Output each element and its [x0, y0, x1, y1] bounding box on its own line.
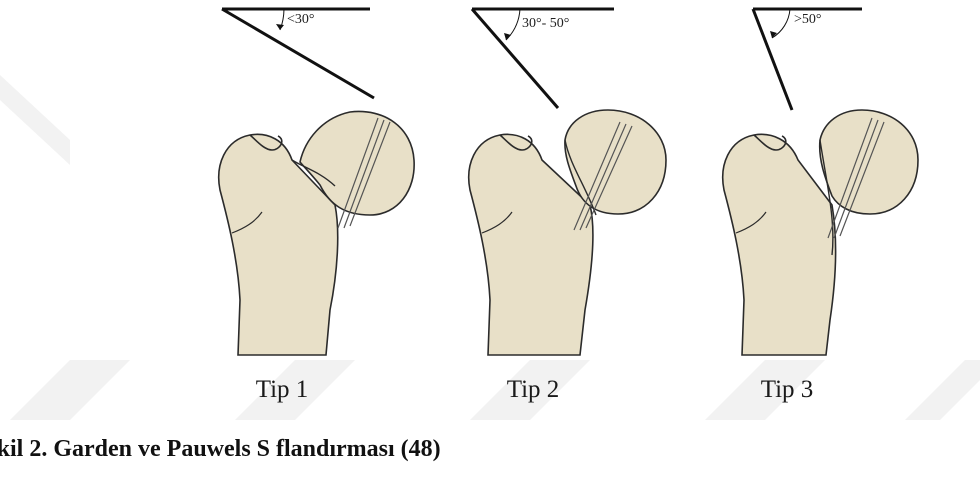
angle-indicator: >50° [753, 9, 862, 110]
tip1-label: Tip 1 [222, 376, 342, 404]
tip2-label: Tip 2 [473, 376, 593, 404]
figure-caption: ekil 2. Garden ve Pauwels S flandırması … [0, 436, 441, 463]
femur-drawing [469, 110, 666, 355]
angle-label: 30°- 50° [522, 16, 569, 31]
angle-label: >50° [794, 12, 822, 27]
angle-indicator: 30°- 50° [472, 9, 614, 108]
tip3-label: Tip 3 [727, 376, 847, 404]
panel-tip2: 30°- 50° [469, 9, 666, 355]
panel-tip3: >50° [723, 9, 918, 355]
femur-drawing [219, 111, 414, 355]
femur-drawing [723, 110, 918, 355]
angle-label: <30° [287, 12, 315, 27]
angle-indicator: <30° [222, 9, 374, 98]
panel-tip1: <30° [219, 9, 414, 355]
